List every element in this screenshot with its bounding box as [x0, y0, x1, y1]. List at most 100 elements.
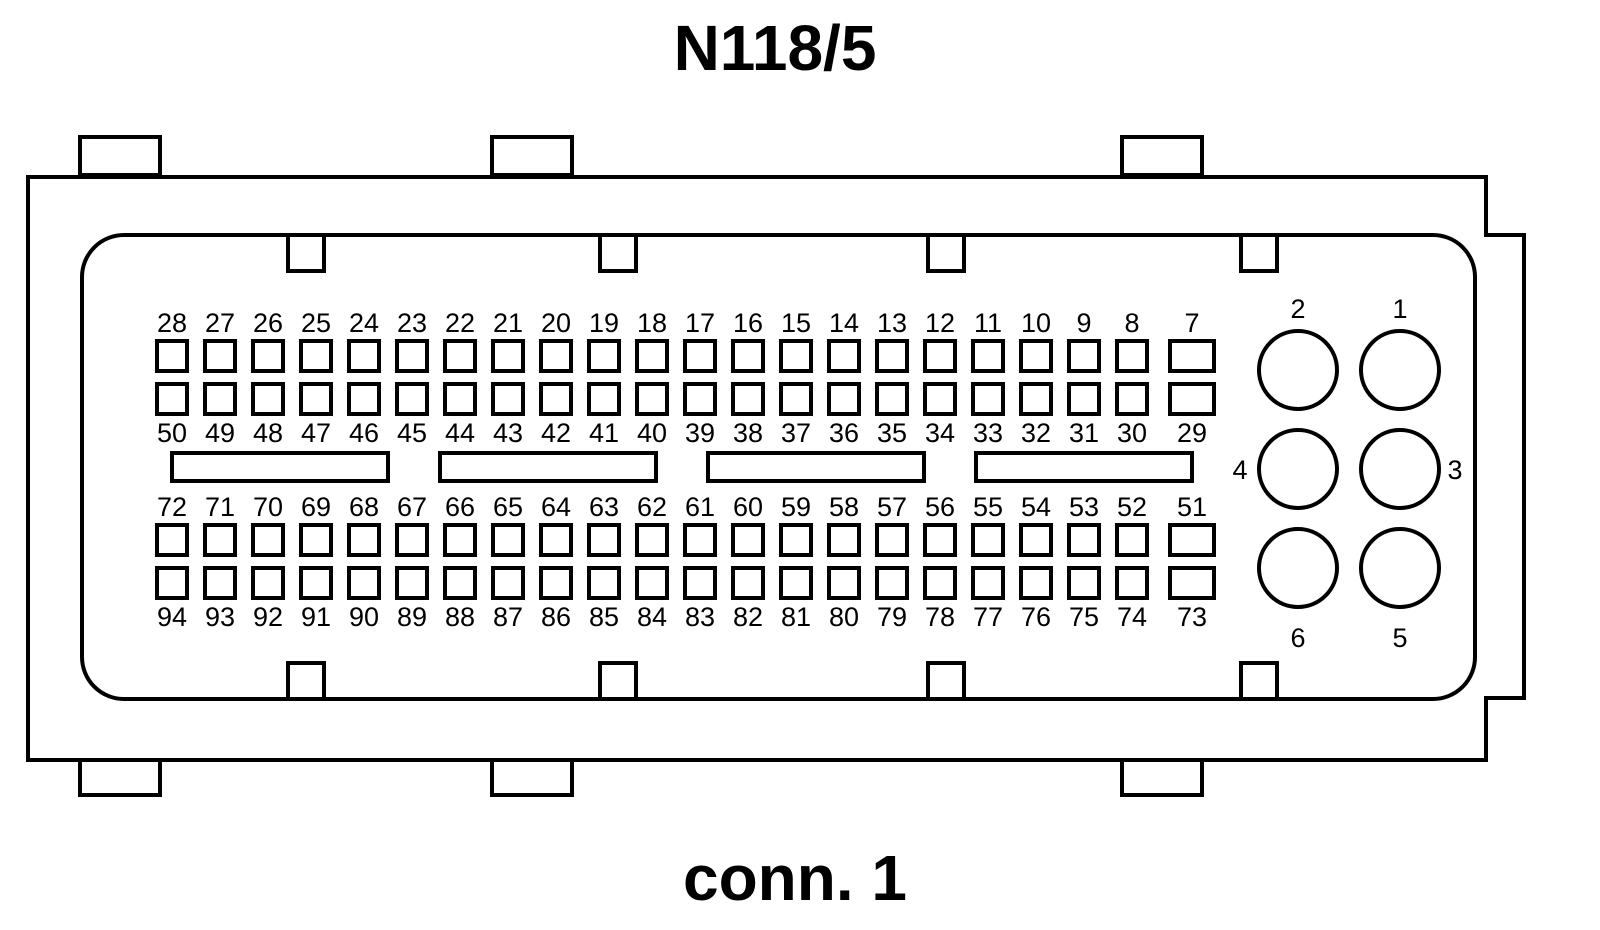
pin-socket — [923, 382, 957, 416]
pin-socket — [539, 566, 573, 600]
pin-label: 48 — [253, 418, 283, 448]
pin-33: 33 — [971, 382, 1005, 448]
pin-label: 73 — [1177, 602, 1207, 632]
power-pin-label: 4 — [1232, 455, 1247, 485]
pin-label: 87 — [493, 602, 523, 632]
separator-bars — [170, 451, 1194, 483]
pin-socket — [587, 523, 621, 557]
pin-socket — [731, 339, 765, 373]
pin-label: 86 — [541, 602, 571, 632]
pin-90: 90 — [347, 566, 381, 632]
pin-socket — [491, 523, 525, 557]
pin-socket — [779, 523, 813, 557]
pin-socket — [251, 339, 285, 373]
pin-10: 10 — [1019, 308, 1053, 373]
pin-87: 87 — [491, 566, 525, 632]
power-pin-4: 4 — [1232, 428, 1339, 510]
pin-81: 81 — [779, 566, 813, 632]
pin-socket — [587, 382, 621, 416]
pin-socket — [155, 566, 189, 600]
pin-label: 8 — [1124, 308, 1139, 338]
pin-label: 63 — [589, 492, 619, 522]
pin-socket — [491, 382, 525, 416]
pin-label: 22 — [445, 308, 475, 338]
pin-label: 24 — [349, 308, 379, 338]
pin-socket — [1019, 523, 1053, 557]
pin-socket — [203, 566, 237, 600]
pin-socket — [635, 566, 669, 600]
pin-label: 35 — [877, 418, 907, 448]
pin-label: 10 — [1021, 308, 1051, 338]
pin-49: 49 — [203, 382, 237, 448]
pin-label: 55 — [973, 492, 1003, 522]
pin-80: 80 — [827, 566, 861, 632]
pin-label: 46 — [349, 418, 379, 448]
pin-93: 93 — [203, 566, 237, 632]
pin-label: 69 — [301, 492, 331, 522]
pin-socket — [347, 566, 381, 600]
pin-31: 31 — [1067, 382, 1101, 448]
pin-label: 57 — [877, 492, 907, 522]
pin-56: 56 — [923, 492, 957, 557]
pin-label: 26 — [253, 308, 283, 338]
pin-38: 38 — [731, 382, 765, 448]
pin-7: 7 — [1168, 308, 1216, 373]
pin-76: 76 — [1019, 566, 1053, 632]
pin-label: 62 — [637, 492, 667, 522]
pin-socket — [875, 382, 909, 416]
pin-socket — [299, 523, 333, 557]
pin-socket — [203, 339, 237, 373]
pin-85: 85 — [587, 566, 621, 632]
connector-title: N118/5 — [674, 12, 877, 84]
pin-71: 71 — [203, 492, 237, 557]
pin-37: 37 — [779, 382, 813, 448]
pin-68: 68 — [347, 492, 381, 557]
power-pin-1: 1 — [1359, 294, 1441, 411]
pin-66: 66 — [443, 492, 477, 557]
pin-socket — [299, 566, 333, 600]
pin-socket — [923, 339, 957, 373]
pin-15: 15 — [779, 308, 813, 373]
pin-27: 27 — [203, 308, 237, 373]
pin-28: 28 — [155, 308, 189, 373]
pin-label: 70 — [253, 492, 283, 522]
pin-label: 36 — [829, 418, 859, 448]
pin-label: 92 — [253, 602, 283, 632]
pin-14: 14 — [827, 308, 861, 373]
pin-socket — [875, 339, 909, 373]
pin-label: 16 — [733, 308, 763, 338]
pin-socket — [395, 382, 429, 416]
pin-11: 11 — [971, 308, 1005, 373]
pin-label: 74 — [1117, 602, 1147, 632]
pin-53: 53 — [1067, 492, 1101, 557]
pin-label: 52 — [1117, 492, 1147, 522]
pin-91: 91 — [299, 566, 333, 632]
power-pin-label: 1 — [1392, 294, 1407, 324]
pin-label: 27 — [205, 308, 235, 338]
pin-label: 43 — [493, 418, 523, 448]
pin-label: 7 — [1184, 308, 1199, 338]
pin-label: 50 — [157, 418, 187, 448]
pin-socket — [779, 382, 813, 416]
pin-socket — [347, 339, 381, 373]
pin-89: 89 — [395, 566, 429, 632]
pin-label: 34 — [925, 418, 955, 448]
pin-24: 24 — [347, 308, 381, 373]
power-pin-socket — [1359, 329, 1441, 411]
pin-25: 25 — [299, 308, 333, 373]
pin-socket — [155, 382, 189, 416]
pin-socket — [299, 339, 333, 373]
pin-label: 68 — [349, 492, 379, 522]
pin-label: 20 — [541, 308, 571, 338]
pin-socket — [1168, 523, 1216, 557]
pin-socket — [587, 566, 621, 600]
power-pin-3: 3 — [1359, 428, 1463, 510]
pin-82: 82 — [731, 566, 765, 632]
pin-58: 58 — [827, 492, 861, 557]
pin-label: 47 — [301, 418, 331, 448]
pin-label: 37 — [781, 418, 811, 448]
pin-socket — [587, 339, 621, 373]
power-pin-socket — [1359, 428, 1441, 510]
pin-socket — [251, 523, 285, 557]
pin-socket — [731, 382, 765, 416]
